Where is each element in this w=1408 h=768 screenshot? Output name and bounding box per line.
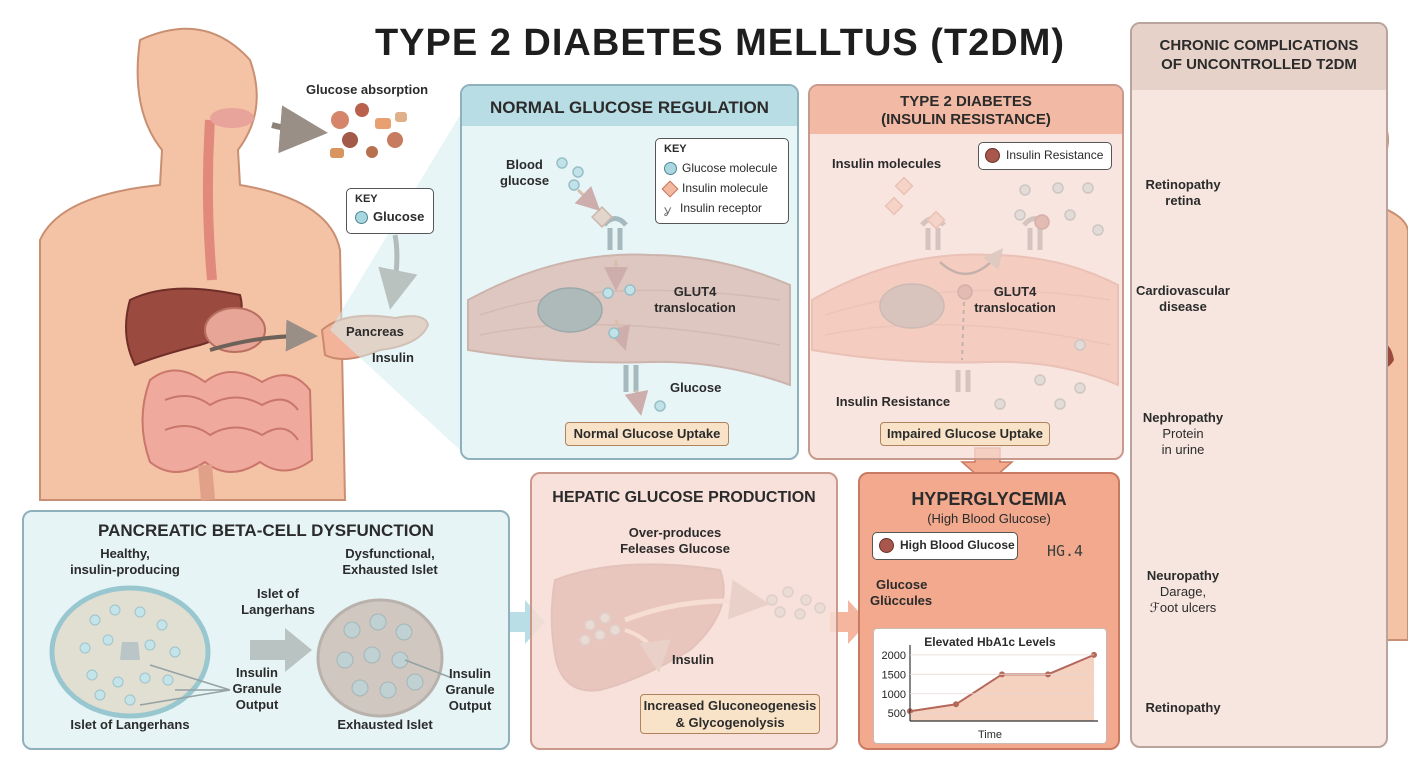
gluconeogenesis-line-2: & Glycogenolysis [675,715,785,730]
complications-heading-line-2: OF UNCONTROLLED T2DM [1161,56,1357,73]
normal-key-title: KEY [664,143,687,155]
complication-detail-nephropathy-1: Protein [1162,426,1204,441]
insulin-resistance-icon [985,148,1000,164]
hyperglycemia-heading: HYPERGLYCEMIA [911,489,1067,509]
complication-name-nephropathy: Nephropathy [1142,410,1224,425]
key-glucose-molecule-text: Glucose molecule [682,161,778,175]
complication-detail-cardiovascular: disease [1159,299,1207,314]
glucose-label-2: Glüccules [870,593,933,608]
granule-label-exhausted-2: Granule [445,682,495,697]
t2d-glut4-label-2: translocation [974,300,1056,315]
impaired-glucose-uptake-badge: Impaired Glucose Uptake [880,422,1050,446]
exhausted-islet-label: Exhausted Islet [337,717,433,732]
complications-heading: CHRONIC COMPLICATIONS OF UNCONTROLLED T2… [1132,24,1386,90]
normal-glucose-uptake-badge: Normal Glucose Uptake [565,422,729,446]
blood-glucose-label-2: glucose [500,173,550,188]
glucose-molecule-icon [664,162,677,176]
chart-point [953,701,959,708]
healthy-label-1: Healthy, [100,546,150,561]
high-blood-glucose-text: High Blood Glucose [900,538,1015,552]
t2d-heading-line-2: (INSULIN RESISTANCE) [881,111,1051,128]
anatomy-key-glucose-text: Glucose [373,209,425,224]
islet-of-langerhans-label: Islet of Langerhans [70,717,190,732]
page-title: TYPE 2 DIABETES MELLTUS (T2DM) [374,22,1066,64]
high-blood-glucose-icon [879,538,894,554]
over-produces-label-1: Over-produces [628,525,722,540]
healthy-label-2: insulin-producing [70,562,180,577]
pancreas-label: Pancreas [346,324,404,339]
key-insulin-resistance: Insulin Resistance [985,148,1104,164]
key-insulin-molecule-text: Insulin molecule [682,181,769,195]
complications-panel: CHRONIC COMPLICATIONS OF UNCONTROLLED T2… [1130,22,1388,748]
granule-label-exhausted-3: Output [448,698,492,713]
gluconeogenesis-badge: Increased Gluconeogenesis & Glycogenolys… [640,694,820,734]
t2d-key-box: Insulin Resistance [978,142,1112,170]
normal-glut4-label-2: translocation [654,300,736,315]
complications-heading-line-1: CHRONIC COMPLICATIONS [1159,37,1359,54]
key-insulin-molecule: Insulin molecule [661,180,769,198]
human-torso-illustration [39,27,347,501]
anatomy-key-glucose: Glucose [355,209,425,225]
complication-name-retinopathy: Retinopathy [1145,177,1221,192]
blood-glucose-label-1: Blood [506,157,543,172]
t2d-insulin-resistance-label: Insulin Resistance [836,394,951,409]
food-pieces-icon [330,103,407,158]
high-blood-glucose-key: High Blood Glucose [872,532,1018,560]
complication-detail-nephropathy-2: in urine [1161,442,1205,457]
granule-label-healthy-1: Insulin [236,665,278,680]
hepatic-insulin-label: Insulin [672,652,714,667]
complication-detail-neuropathy-2: ℱoot ulcers [1149,600,1217,615]
key-insulin-receptor-text: Insulin receptor [680,201,763,215]
glucose-absorption-label: Glucose absorption [306,82,429,97]
normal-glucose-label: Glucose [670,380,722,395]
dysfunctional-label-1: Dysfunctional, [345,546,435,561]
hepatic-panel-heading: HEPATIC GLUCOSE PRODUCTION [552,489,816,506]
anatomy-insulin-label: Insulin [372,350,414,365]
beta-cell-panel: PANCREATIC BETA-CELL DYSFUNCTION [22,510,510,750]
granule-label-exhausted-1: Insulin [449,666,491,681]
normal-panel-heading: NORMAL GLUCOSE REGULATION [462,86,797,126]
high-blood-glucose-item: High Blood Glucose [879,538,1015,554]
complication-detail-neuropathy-1: Darage, [1159,584,1207,599]
key-insulin-receptor: Ỿ Insulin receptor [664,201,763,220]
key-insulin-resistance-text: Insulin Resistance [1006,148,1104,162]
anatomy-key-title: KEY [355,193,378,205]
over-produces-label-2: Feleases Glucose [620,541,730,556]
chart-y-tick-label: 1500 [882,669,906,681]
t2d-heading-line-1: TYPE 2 DIABETES [900,93,1032,110]
t2d-panel-heading: TYPE 2 DIABETES (INSULIN RESISTANCE) [810,86,1122,134]
meter-display: HG.4 [1046,542,1084,560]
chart-y-tick-label: 2000 [882,650,906,662]
complication-name-retinopathy-2: Retinopathy [1145,700,1221,715]
chart-x-label: Time [977,729,1003,741]
hyperglycemia-subheading: (High Blood Glucose) [927,511,1051,526]
complication-name-cardiovascular: Cardiovascular [1136,283,1230,298]
normal-glut4-label-1: GLUT4 [673,284,717,299]
gluconeogenesis-line-1: Increased Gluconeogenesis [643,698,817,713]
granule-label-healthy-2: Granule [232,681,282,696]
key-glucose-molecule: Glucose molecule [664,161,778,176]
granule-label-healthy-3: Output [235,697,279,712]
insulin-molecules-label: Insulin molecules [832,156,942,171]
dysfunctional-label-2: Exhausted Islet [342,562,438,577]
chart-title: Elevated HbA1c Levels [924,635,1056,649]
complication-name-neuropathy: Neuropathy [1146,568,1220,583]
complication-detail-retinopathy: retina [1165,193,1201,208]
insulin-receptor-icon: Ỿ [664,205,672,220]
t2d-glut4-label-1: GLUT4 [993,284,1037,299]
chart-area [910,654,1094,721]
hba1c-chart: Elevated HbA1c Levels 2000 1500 1000 500 Ti… [873,628,1107,744]
anatomy-key-box: KEY Glucose [346,188,434,234]
insulin-molecule-icon [661,180,679,198]
chart-y-tick-label: 500 [888,708,906,720]
beta-panel-heading: PANCREATIC BETA-CELL DYSFUNCTION [98,521,434,540]
islet-of-label-2: Langerhans [241,602,315,617]
glucose-label-1: Glucose [876,577,928,592]
chart-y-tick-label: 1000 [882,689,906,701]
chart-plot: 2000 1500 1000 500 [882,645,1098,722]
islet-of-label-1: Islet of [257,586,299,601]
glucose-icon [355,211,368,225]
